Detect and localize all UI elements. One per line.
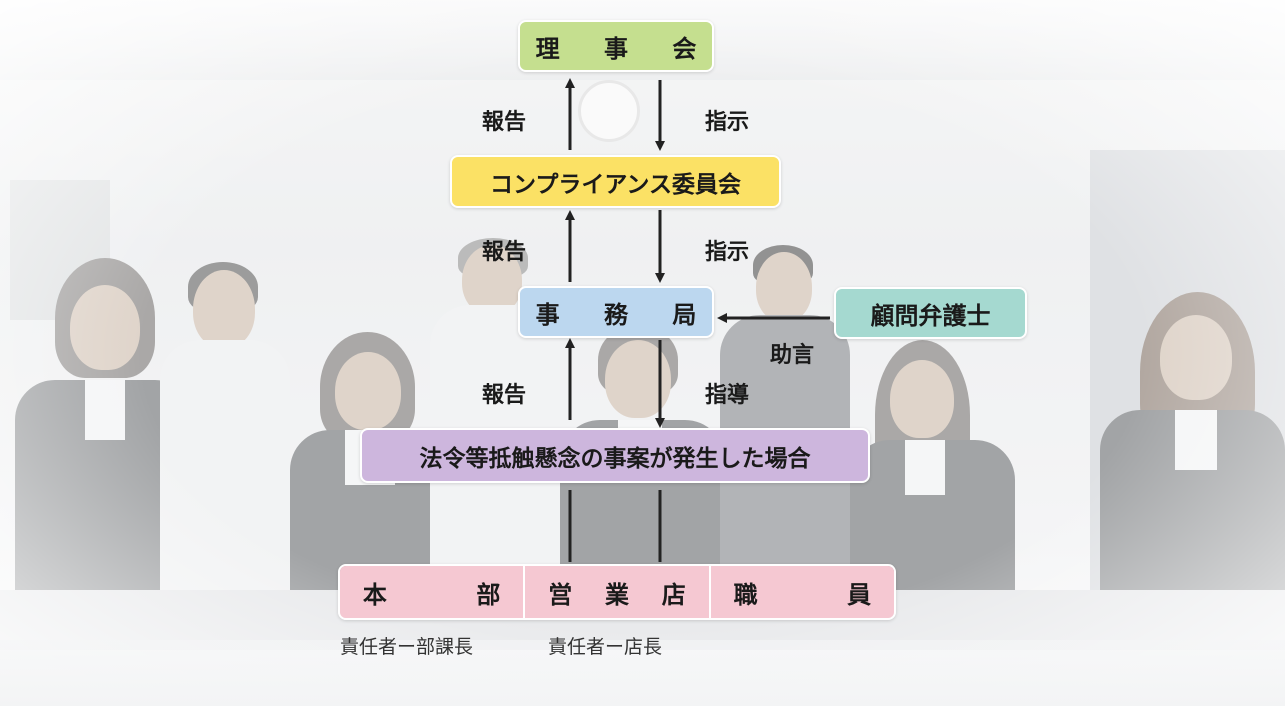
label-advice: 助言 [770,343,815,368]
cell-char: 店 [661,580,686,609]
cell-branch: 営 業 店 [523,566,709,618]
note-hq-responsible: 責任者ー部課長 [340,636,474,658]
label-report-2: 報告 [482,240,527,265]
cell-char: 業 [604,580,629,609]
node-board: 理 事 会 [518,20,714,72]
cell-char: 部 [476,580,501,609]
node-incident: 法令等抵触懸念の事案が発生した場合 [360,428,870,483]
label-instruct-2: 指示 [705,240,750,265]
cell-char: 職 [733,580,758,609]
cell-staff: 職 員 [708,566,894,618]
node-compliance-committee: コンプライアンス委員会 [450,155,781,208]
label-guide-3: 指導 [705,383,750,408]
node-secretariat: 事 務 局 [518,286,714,338]
cell-char: 営 [548,580,573,609]
organization-bar: 本 部 営 業 店 職 員 [338,564,896,620]
cell-headquarters: 本 部 [340,566,524,618]
bottom-fade [0,640,1285,706]
label-instruct-1: 指示 [705,110,750,135]
note-branch-responsible: 責任者ー店長 [548,636,663,658]
label-report-3: 報告 [482,383,527,408]
cell-char: 本 [362,580,387,609]
node-legal-advisor: 顧問弁護士 [834,287,1027,339]
label-report-1: 報告 [482,110,527,135]
cell-char: 員 [847,580,872,609]
